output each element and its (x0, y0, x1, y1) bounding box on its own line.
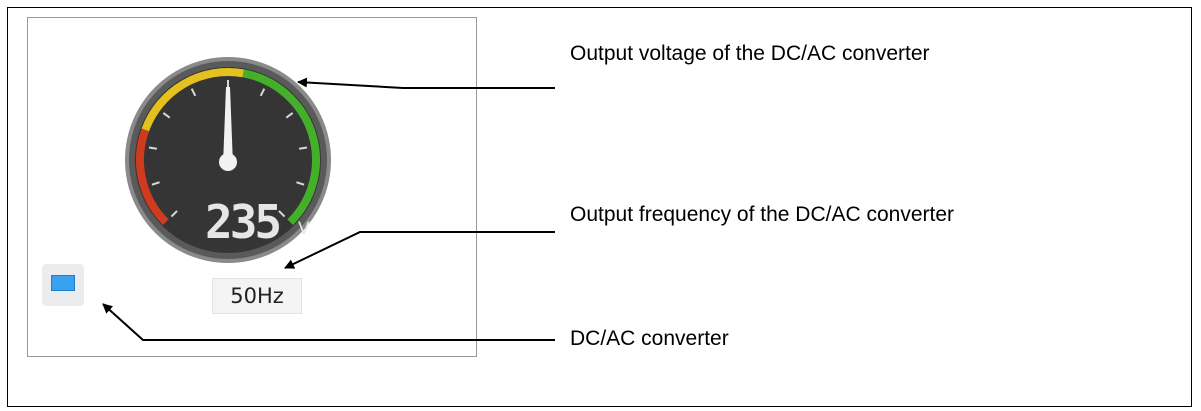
callout-dc-ac-converter: DC/AC converter (570, 327, 729, 351)
arrow-dc-ac-converter (103, 304, 555, 340)
callout-output-voltage: Output voltage of the DC/AC converter (570, 42, 930, 66)
arrow-output-voltage (298, 82, 555, 88)
arrow-output-frequency (285, 232, 555, 268)
callout-output-frequency: Output frequency of the DC/AC converter (570, 203, 954, 227)
